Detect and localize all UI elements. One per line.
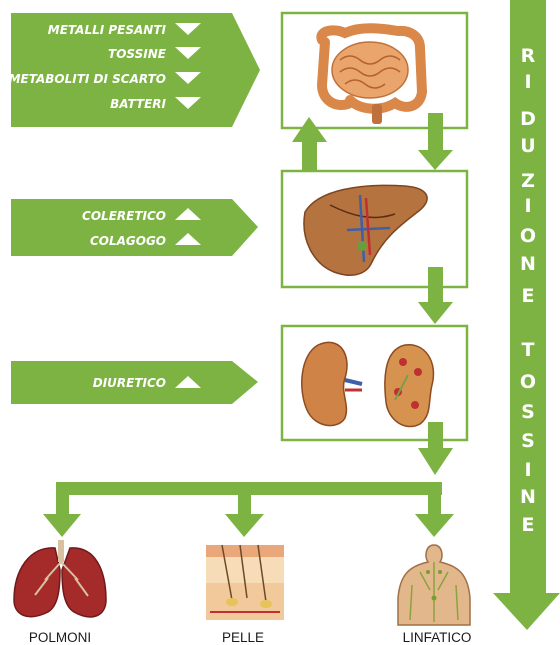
svg-text:I: I — [524, 195, 531, 217]
svg-text:O: O — [520, 225, 536, 247]
lungs-icon — [14, 540, 106, 617]
input-label: DIURETICO — [93, 376, 166, 390]
svg-text:U: U — [520, 135, 535, 157]
output-label-linfatico: LINFATICO — [403, 630, 472, 645]
svg-text:O: O — [520, 371, 536, 393]
svg-text:I: I — [524, 459, 531, 481]
svg-text:I: I — [524, 71, 531, 93]
input-label: METABOLITI DI SCARTO — [9, 72, 166, 86]
output-label-polmoni: POLMONI — [29, 630, 91, 645]
input-label: BATTERI — [110, 97, 166, 111]
svg-text:S: S — [521, 430, 535, 452]
skin-icon — [206, 545, 284, 620]
distribution-connector — [43, 482, 454, 537]
svg-text:N: N — [520, 253, 536, 275]
input-arrow-3: DIURETICO — [11, 361, 258, 404]
svg-text:N: N — [520, 486, 536, 508]
input-label: COLAGOGO — [90, 234, 166, 248]
input-arrow-2: COLERETICO COLAGOGO — [11, 199, 258, 256]
svg-text:E: E — [522, 514, 535, 536]
svg-text:T: T — [522, 339, 535, 361]
svg-text:E: E — [522, 285, 535, 307]
svg-text:R: R — [521, 45, 536, 67]
output-label-pelle: PELLE — [222, 630, 264, 645]
input-label: METALLI PESANTI — [48, 23, 167, 37]
lymphatic-icon — [398, 545, 470, 625]
input-label: TOSSINE — [108, 47, 167, 61]
svg-text:S: S — [521, 401, 535, 423]
svg-text:D: D — [520, 108, 536, 130]
svg-text:Z: Z — [521, 170, 535, 192]
input-label: COLERETICO — [82, 209, 166, 223]
input-arrow-1: METALLI PESANTI TOSSINE METABOLITI DI SC… — [9, 13, 260, 127]
